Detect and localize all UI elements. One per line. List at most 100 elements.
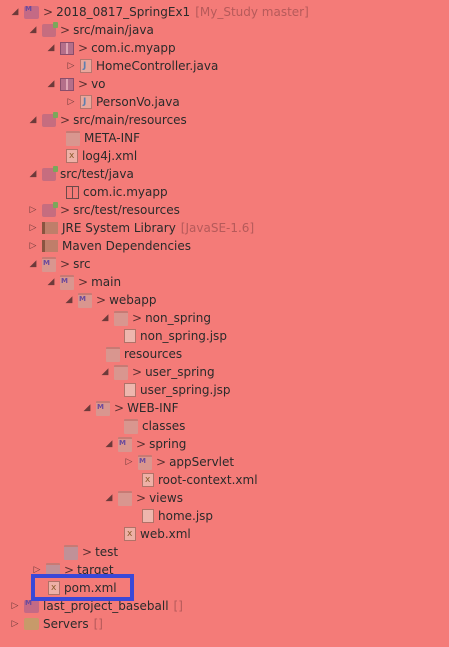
collapsed-arrow-icon[interactable]: ▷ bbox=[67, 61, 75, 71]
collapsed-arrow-icon[interactable]: ▷ bbox=[33, 565, 41, 575]
tree-item-resources[interactable]: resources bbox=[92, 345, 182, 363]
tree-item-appservlet[interactable]: ▷ > appServlet bbox=[124, 452, 235, 471]
folder-icon bbox=[118, 434, 132, 452]
collapsed-arrow-icon[interactable]: ▷ bbox=[11, 601, 19, 611]
expanded-arrow-icon[interactable]: ◢ bbox=[101, 313, 109, 323]
tree-item-label: JRE System Library bbox=[62, 221, 176, 235]
expanded-arrow-icon[interactable]: ◢ bbox=[47, 43, 55, 53]
xml-file-icon bbox=[142, 471, 154, 489]
tree-item-label: root-context.xml bbox=[158, 473, 258, 487]
expanded-arrow-icon[interactable]: ◢ bbox=[65, 295, 73, 305]
tree-item-maven-dependencies[interactable]: ▷ Maven Dependencies bbox=[28, 237, 191, 255]
expanded-arrow-icon[interactable]: ◢ bbox=[47, 277, 55, 287]
tree-item-label: Maven Dependencies bbox=[62, 239, 192, 253]
tree-item-label: src/test/java bbox=[60, 167, 134, 181]
tree-item-web-xml[interactable]: web.xml bbox=[110, 525, 191, 543]
expanded-arrow-icon[interactable]: ◢ bbox=[47, 79, 55, 89]
tree-item-project[interactable]: ◢ > 2018_0817_SpringEx1 [My_Study master… bbox=[10, 0, 309, 21]
tree-item-log4j-xml[interactable]: log4j.xml bbox=[52, 147, 137, 165]
tree-item-classes[interactable]: classes bbox=[110, 417, 185, 435]
collapsed-arrow-icon[interactable]: ▷ bbox=[125, 457, 133, 467]
maven-project-icon bbox=[24, 0, 39, 19]
expanded-arrow-icon[interactable]: ◢ bbox=[105, 493, 113, 503]
tree-item-prefix: > bbox=[114, 401, 125, 415]
tree-item-label: 2018_0817_SpringEx1 bbox=[56, 5, 191, 19]
tree-item-src-main-resources[interactable]: ◢ > src/main/resources bbox=[28, 111, 187, 129]
tree-spacer bbox=[50, 543, 60, 561]
tree-spacer bbox=[128, 507, 138, 525]
expanded-arrow-icon[interactable]: ◢ bbox=[105, 439, 113, 449]
expanded-arrow-icon[interactable]: ◢ bbox=[83, 403, 91, 413]
expanded-arrow-icon[interactable]: ◢ bbox=[29, 115, 37, 125]
tree-item-user-spring[interactable]: ◢ > user_spring bbox=[100, 363, 215, 381]
folder-icon bbox=[106, 346, 120, 362]
expanded-arrow-icon[interactable]: ◢ bbox=[101, 367, 109, 377]
tree-item-label: src/test/resources bbox=[73, 203, 180, 217]
tree-item-src-test-java[interactable]: ◢ src/test/java bbox=[28, 165, 134, 183]
tree-item-src[interactable]: ◢ > src bbox=[28, 254, 91, 273]
package-icon bbox=[60, 41, 74, 55]
tree-item-spring[interactable]: ◢ > spring bbox=[104, 434, 186, 453]
java-file-icon bbox=[80, 93, 92, 111]
jre-decoration: [JavaSE-1.6] bbox=[180, 221, 255, 235]
tree-item-jre-system-library[interactable]: ▷ JRE System Library [JavaSE-1.6] bbox=[28, 219, 255, 237]
tree-item-pom-xml[interactable]: pom.xml bbox=[34, 579, 117, 597]
tree-item-package-vo[interactable]: ◢ > vo bbox=[46, 75, 106, 93]
tree-item-label: test bbox=[95, 545, 119, 559]
library-icon bbox=[42, 240, 58, 252]
source-folder-icon bbox=[42, 201, 58, 217]
source-folder-icon bbox=[42, 21, 58, 37]
tree-item-label: user_spring.jsp bbox=[140, 383, 231, 397]
selection-highlight-box bbox=[31, 574, 134, 601]
tree-item-prefix: > bbox=[132, 365, 143, 379]
tree-item-label: Servers bbox=[43, 617, 89, 631]
tree-spacer bbox=[52, 183, 62, 201]
tree-item-non-spring-jsp[interactable]: non_spring.jsp bbox=[110, 327, 227, 345]
tree-item-src-main-java[interactable]: ◢ > src/main/java bbox=[28, 21, 154, 39]
tree-item-non-spring[interactable]: ◢ > non_spring bbox=[100, 309, 211, 327]
collapsed-arrow-icon[interactable]: ▷ bbox=[29, 205, 37, 215]
library-icon bbox=[42, 222, 58, 234]
tree-item-label: appServlet bbox=[169, 455, 235, 469]
collapsed-arrow-icon[interactable]: ▷ bbox=[11, 619, 19, 629]
tree-item-label: vo bbox=[91, 77, 106, 91]
tree-item-package-com-ic-myapp[interactable]: ◢ > com.ic.myapp bbox=[46, 39, 176, 57]
tree-item-main[interactable]: ◢ > main bbox=[46, 272, 121, 291]
tree-item-personvo-java[interactable]: ▷ PersonVo.java bbox=[66, 93, 180, 111]
tree-item-target[interactable]: ▷ > target bbox=[32, 561, 114, 579]
tree-item-label: log4j.xml bbox=[82, 149, 138, 163]
tree-item-web-inf[interactable]: ◢ > WEB-INF bbox=[82, 398, 179, 417]
tree-item-label: pom.xml bbox=[64, 581, 117, 595]
tree-spacer bbox=[110, 417, 120, 435]
source-folder-icon bbox=[42, 111, 58, 127]
folder-icon bbox=[64, 544, 78, 560]
expanded-arrow-icon[interactable]: ◢ bbox=[29, 259, 37, 269]
tree-item-label: PersonVo.java bbox=[96, 95, 180, 109]
servers-folder-icon bbox=[24, 618, 39, 630]
tree-item-test[interactable]: > test bbox=[50, 543, 118, 561]
tree-item-servers[interactable]: ▷ Servers [] bbox=[10, 615, 103, 633]
tree-item-user-spring-jsp[interactable]: user_spring.jsp bbox=[110, 381, 231, 399]
tree-item-label: non_spring bbox=[145, 311, 211, 325]
tree-item-homecontroller-java[interactable]: ▷ HomeController.java bbox=[66, 57, 219, 75]
tree-item-webapp[interactable]: ◢ > webapp bbox=[64, 290, 156, 309]
tree-spacer bbox=[128, 471, 138, 489]
tree-item-views[interactable]: ◢ > views bbox=[104, 489, 183, 507]
tree-item-prefix: > bbox=[78, 275, 89, 289]
collapsed-arrow-icon[interactable]: ▷ bbox=[29, 223, 37, 233]
expanded-arrow-icon[interactable]: ◢ bbox=[29, 25, 37, 35]
tree-item-label: META-INF bbox=[84, 131, 141, 145]
tree-item-src-test-resources[interactable]: ▷ > src/test/resources bbox=[28, 201, 180, 219]
collapsed-arrow-icon[interactable]: ▷ bbox=[29, 241, 37, 251]
expanded-arrow-icon[interactable]: ◢ bbox=[29, 169, 37, 179]
tree-item-root-context-xml[interactable]: root-context.xml bbox=[128, 471, 258, 489]
tree-item-home-jsp[interactable]: home.jsp bbox=[128, 507, 213, 525]
expanded-arrow-icon[interactable]: ◢ bbox=[11, 7, 19, 17]
tree-item-meta-inf[interactable]: META-INF bbox=[52, 129, 140, 147]
tree-item-prefix: > bbox=[64, 563, 75, 577]
tree-spacer bbox=[52, 129, 62, 147]
tree-item-last-project-baseball[interactable]: ▷ last_project_baseball [] bbox=[10, 594, 183, 615]
tree-item-package-com-ic-myapp-test[interactable]: com.ic.myapp bbox=[52, 183, 168, 201]
collapsed-arrow-icon[interactable]: ▷ bbox=[67, 97, 75, 107]
folder-icon bbox=[96, 398, 110, 416]
